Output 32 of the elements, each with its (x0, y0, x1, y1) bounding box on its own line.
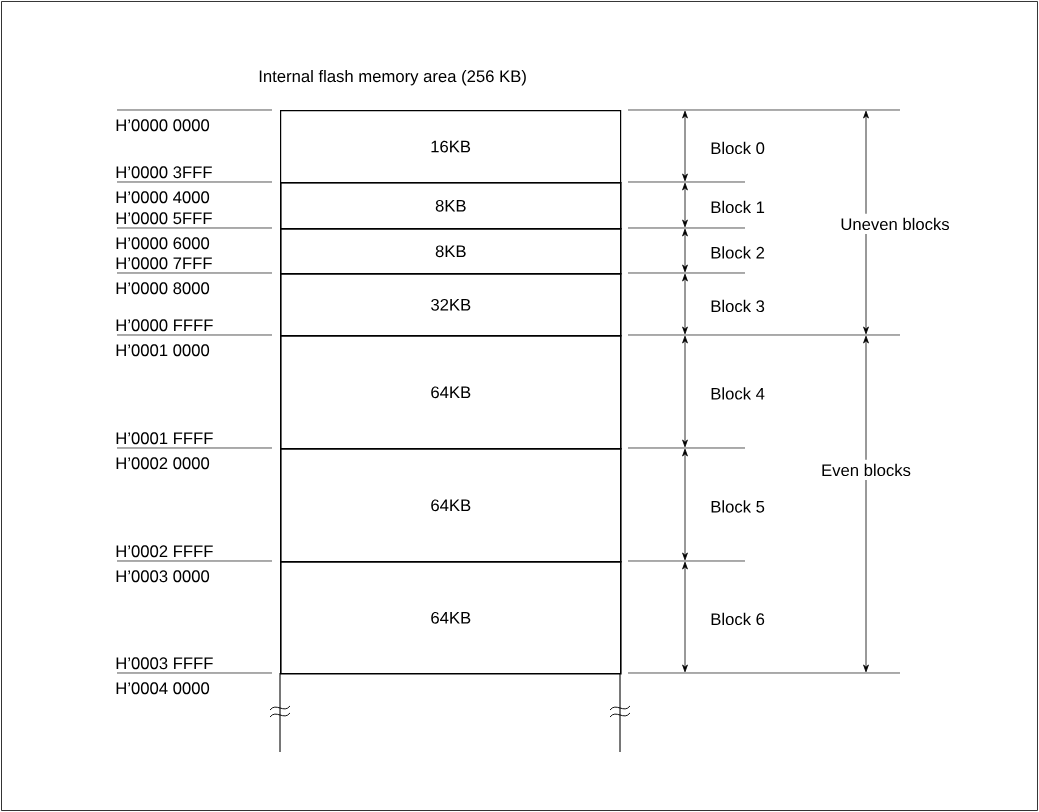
address-label: H’0000 FFFF (116, 319, 213, 332)
address-label: H’0000 5FFF (116, 212, 212, 225)
address-label: H’0000 7FFF (116, 257, 212, 270)
group-label: Even blocks (817, 459, 915, 481)
block-label: Block 0 (711, 141, 765, 155)
address-label: H’0003 FFFF (116, 657, 213, 670)
block-label: Block 5 (711, 500, 765, 513)
block-label: Block 3 (711, 299, 765, 313)
address-label: H’0001 0000 (116, 344, 210, 357)
memory-block: 8KB (280, 228, 622, 275)
block-label: Block 6 (711, 612, 765, 626)
address-label: H’0002 0000 (116, 457, 210, 470)
memory-block: 64KB (280, 335, 622, 450)
block-label: Block 1 (711, 200, 765, 214)
memory-block: 32KB (280, 273, 622, 337)
address-label: H’0001 FFFF (116, 432, 213, 445)
memory-block: 16KB (280, 110, 622, 184)
group-label: Uneven blocks (836, 213, 954, 235)
address-label: H’0000 4000 (116, 191, 210, 204)
address-label: H’0003 0000 (116, 570, 210, 583)
memory-block: 64KB (280, 448, 622, 563)
address-label: H’0004 0000 (116, 682, 210, 695)
block-label: Block 4 (711, 387, 765, 400)
memory-block: 64KB (280, 561, 622, 675)
address-label: H’0000 6000 (116, 237, 210, 250)
memory-block: 8KB (280, 182, 622, 230)
address-label: H’0000 3FFF (116, 166, 212, 179)
address-label: H’0000 0000 (116, 119, 210, 132)
title: Internal flash memory area (256 KB) (259, 69, 526, 86)
block-label: Block 2 (711, 246, 765, 259)
address-label: H’0002 FFFF (116, 545, 213, 558)
address-label: H’0000 8000 (116, 282, 210, 295)
